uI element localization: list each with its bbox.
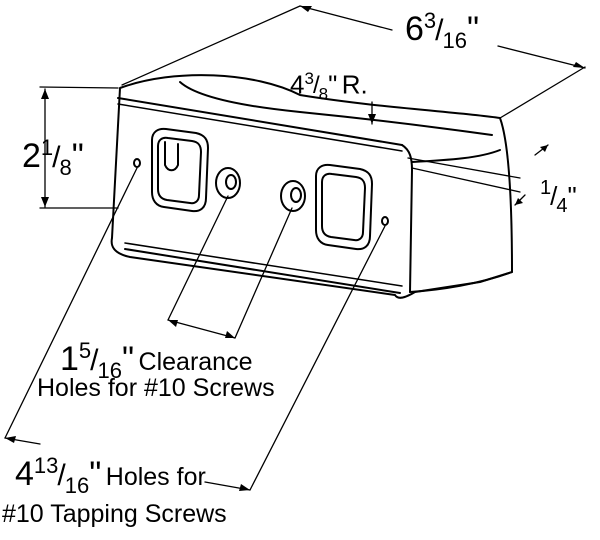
face-top-edge-inner	[117, 103, 403, 152]
right-boss	[280, 180, 306, 212]
arrow-width-right	[573, 62, 585, 68]
bracket-outline	[110, 74, 513, 299]
left-tap-hole	[133, 158, 141, 168]
arrow-thickness-a	[540, 145, 548, 152]
width-ext-right	[499, 66, 586, 119]
arrow-radius	[368, 114, 376, 124]
arrow-clearance-right	[225, 331, 235, 338]
clearance-note-line2: Holes for #10 Screws	[37, 374, 275, 402]
face-bottom-edge	[124, 248, 401, 294]
arrow-tapping-right	[239, 484, 250, 491]
width-ext-left	[121, 5, 301, 86]
left-slot-inner	[157, 136, 202, 205]
tapping-note-line2: #10 Tapping Screws	[2, 500, 227, 528]
saddle-curve	[179, 81, 493, 136]
tapping-dimension-label: 413/16" Holes for	[15, 453, 206, 498]
side-bottom-edge	[409, 271, 513, 293]
left-slot-outer	[151, 127, 209, 213]
height-dimension-label: 21/8"	[22, 135, 84, 180]
clearance-dimension-label: 15/16" Clearance	[60, 338, 253, 383]
clearance-dim-line	[167, 319, 236, 339]
thickness-ext-a	[407, 157, 521, 179]
arrow-tapping-left	[5, 436, 16, 443]
radius-dimension-label: 43/8" R.	[290, 69, 368, 104]
left-boss	[215, 167, 241, 199]
arrow-clearance-left	[168, 320, 178, 327]
height-ext-top	[39, 86, 119, 89]
face-bottom-edge-inner	[124, 242, 403, 287]
thickness-ext-b	[411, 167, 521, 193]
width-dimension-label: 63/16"	[405, 8, 480, 53]
right-slot-inner	[321, 172, 366, 242]
right-boss-hole	[290, 187, 302, 203]
face-top-edge	[117, 97, 403, 146]
clearance-leader-left	[167, 195, 229, 321]
thickness-dimension-label: 1/4"	[540, 177, 577, 217]
face-right-edge	[401, 144, 413, 293]
arrow-thickness-b	[515, 198, 523, 205]
right-slot-outer	[315, 163, 373, 251]
right-tap-hole	[381, 216, 389, 226]
tapping-leader-right	[249, 225, 386, 491]
left-slot-notch	[164, 141, 179, 172]
arrow-height-bottom	[41, 197, 49, 207]
arrow-height-top	[41, 89, 49, 99]
clearance-leader-right	[234, 207, 293, 339]
tapping-leader-left	[4, 167, 138, 439]
width-dim-line	[299, 5, 586, 69]
side-edge	[411, 149, 501, 163]
arrow-width-left	[300, 6, 312, 12]
left-boss-hole	[225, 174, 237, 190]
